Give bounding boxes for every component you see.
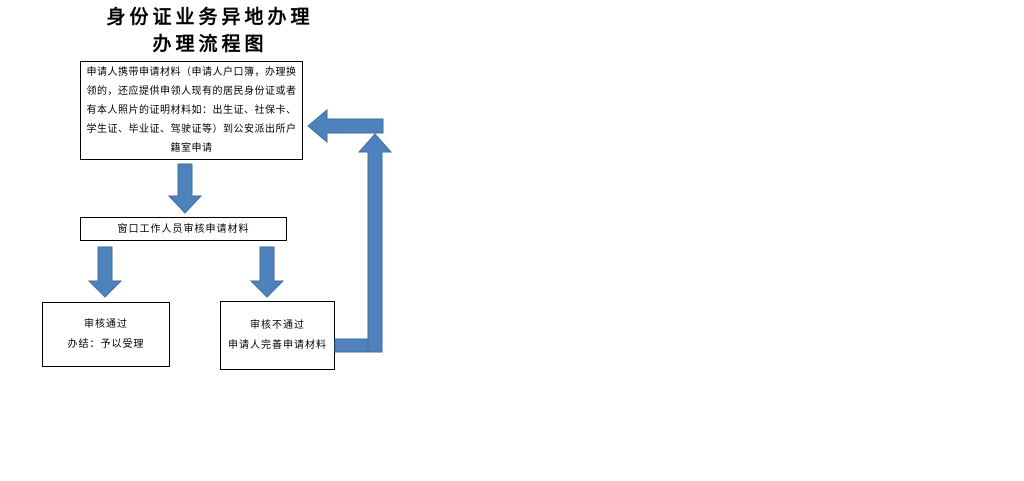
title-line-1: 身份证业务异地办理 <box>106 6 314 28</box>
node-fail: 审核不通过 申请人完善申请材料 <box>220 301 335 370</box>
node-fail-line2: 申请人完善申请材料 <box>228 339 327 351</box>
node-pass: 审核通过 办结：予以受理 <box>42 302 170 367</box>
node-fail-line1: 审核不通过 <box>250 319 305 331</box>
node-pass-line2: 办结：予以受理 <box>67 338 145 350</box>
node-application: 申请人携带申请材料（申请人户口簿，办理换领的，还应提供申领人现有的居民身份证或者… <box>80 61 303 160</box>
left-arrow-icon <box>307 108 384 144</box>
node-application-text: 申请人携带申请材料（申请人户口簿，办理换领的，还应提供申领人现有的居民身份证或者… <box>86 67 297 154</box>
down-arrow-icon <box>87 246 123 298</box>
node-review: 窗口工作人员审核申请材料 <box>80 217 287 241</box>
down-arrow-icon <box>167 163 203 214</box>
title-line-2: 办理流程图 <box>152 33 268 55</box>
diagram-title: 身份证业务异地办理 办理流程图 <box>30 4 390 58</box>
node-review-text: 窗口工作人员审核申请材料 <box>117 223 250 235</box>
connector-bar <box>334 338 377 353</box>
up-arrow-icon <box>357 133 393 353</box>
node-pass-line1: 审核通过 <box>84 318 128 330</box>
down-arrow-icon <box>249 246 285 298</box>
